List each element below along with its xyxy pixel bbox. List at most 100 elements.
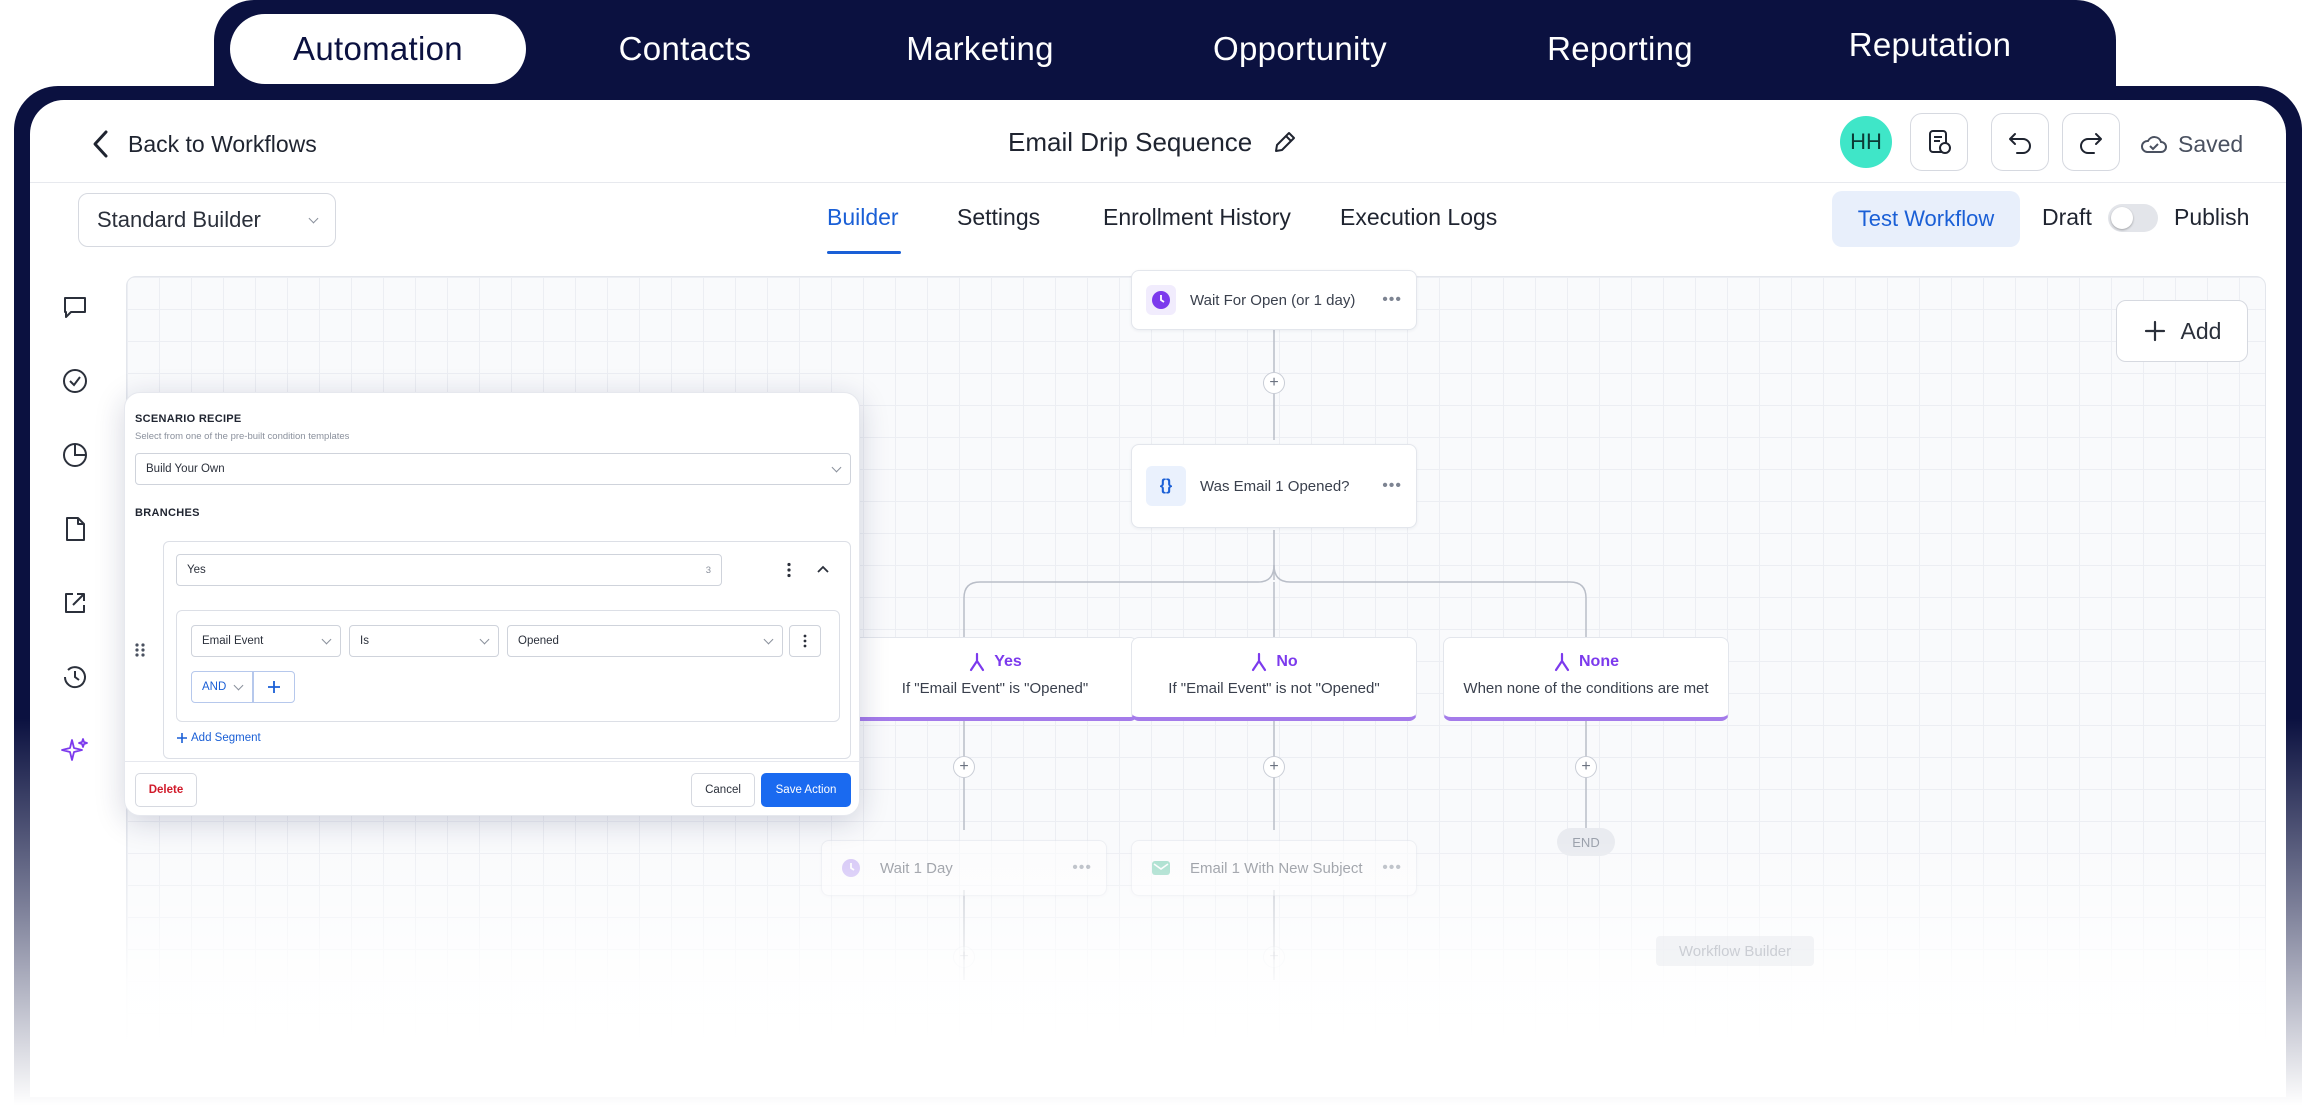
workflow-builder-label: Workflow Builder bbox=[1656, 936, 1814, 966]
condition-operator-value: Is bbox=[360, 635, 369, 647]
add-segment-link[interactable]: Add Segment bbox=[176, 732, 261, 744]
chevron-down-icon bbox=[831, 462, 842, 472]
sparkles-icon bbox=[61, 738, 88, 761]
redo-button[interactable] bbox=[2062, 113, 2120, 171]
condition-operator-select[interactable]: Is bbox=[349, 625, 499, 657]
scenario-recipe-label: SCENARIO RECIPE bbox=[135, 413, 242, 425]
chevron-left-icon bbox=[93, 130, 108, 158]
condition-panel: SCENARIO RECIPE Select from one of the p… bbox=[124, 392, 860, 816]
nav-tab-reputation[interactable]: Reputation bbox=[1848, 26, 2012, 63]
branch-title: None bbox=[1579, 653, 1619, 670]
nav-tab-marketing[interactable]: Marketing bbox=[906, 30, 1054, 67]
rail-comments-button[interactable] bbox=[58, 290, 92, 324]
builder-mode-value: Standard Builder bbox=[97, 207, 261, 232]
nav-tab-contacts[interactable]: Contacts bbox=[618, 30, 752, 67]
clipboard-check-icon bbox=[1929, 130, 1951, 154]
condition-field-value: Email Event bbox=[202, 635, 264, 647]
draft-label: Draft bbox=[2042, 204, 2092, 230]
publish-toggle-knob bbox=[2111, 207, 2133, 229]
header-divider bbox=[30, 182, 2286, 183]
saved-label: Saved bbox=[2178, 130, 2244, 157]
rail-documents-button[interactable] bbox=[58, 512, 92, 546]
chevron-down-icon bbox=[763, 634, 774, 644]
rail-ai-button[interactable] bbox=[58, 734, 92, 768]
add-condition-button[interactable] bbox=[253, 671, 295, 703]
workflow-title-area: Email Drip Sequence bbox=[1008, 122, 1298, 162]
add-node-button[interactable]: Add bbox=[2116, 300, 2248, 362]
branch-split-icon bbox=[1252, 652, 1267, 672]
branches-label: BRANCHES bbox=[135, 507, 200, 519]
clock-icon bbox=[1146, 285, 1176, 315]
branch-name-input[interactable]: Yes 3 bbox=[176, 554, 722, 586]
branch-name-value: Yes bbox=[187, 564, 206, 576]
condition-field-select[interactable]: Email Event bbox=[191, 625, 341, 657]
nav-tab-opportunity[interactable]: Opportunity bbox=[1213, 30, 1387, 67]
add-step-button[interactable]: + bbox=[1263, 372, 1285, 394]
plus-icon bbox=[268, 681, 280, 693]
tab-enrollment-history[interactable]: Enrollment History bbox=[1103, 204, 1291, 230]
branch-editor: Yes 3 Email Event Is Opened AND bbox=[163, 541, 851, 759]
chevron-up-icon[interactable] bbox=[816, 564, 830, 574]
redo-icon bbox=[2080, 133, 2102, 154]
more-options-icon[interactable]: ••• bbox=[1382, 477, 1402, 494]
tab-builder[interactable]: Builder bbox=[827, 204, 899, 230]
add-step-button[interactable]: + bbox=[953, 756, 975, 778]
chevron-down-icon bbox=[321, 634, 332, 644]
tab-settings[interactable]: Settings bbox=[957, 204, 1041, 230]
plus-icon bbox=[2144, 320, 2165, 342]
rail-tasks-button[interactable] bbox=[58, 364, 92, 398]
more-options-icon[interactable]: ••• bbox=[1382, 859, 1402, 876]
drag-handle-icon[interactable] bbox=[133, 641, 147, 659]
add-step-button[interactable]: + bbox=[1263, 946, 1285, 968]
active-tab-indicator bbox=[827, 251, 901, 254]
branch-card-none[interactable]: None When none of the conditions are met bbox=[1443, 637, 1729, 721]
cancel-button[interactable]: Cancel bbox=[691, 773, 755, 807]
notes-button[interactable] bbox=[1910, 113, 1968, 171]
node-wait-1-day[interactable]: Wait 1 Day ••• bbox=[821, 840, 1107, 896]
node-wait-for-open[interactable]: Wait For Open (or 1 day) ••• bbox=[1131, 270, 1417, 330]
rail-stats-button[interactable] bbox=[58, 438, 92, 472]
node-label: Email 1 With New Subject bbox=[1190, 859, 1363, 877]
back-to-workflows-link[interactable]: Back to Workflows bbox=[92, 124, 317, 164]
nav-tab-automation[interactable]: Automation bbox=[230, 14, 526, 84]
add-step-button[interactable]: + bbox=[953, 946, 975, 968]
condition-braces-icon: {} bbox=[1146, 466, 1186, 506]
builder-mode-select[interactable]: Standard Builder bbox=[78, 193, 336, 247]
condition-options-button[interactable] bbox=[789, 625, 821, 657]
add-step-button[interactable]: + bbox=[1263, 756, 1285, 778]
test-workflow-button[interactable]: Test Workflow bbox=[1832, 191, 2020, 247]
branch-title: Yes bbox=[994, 653, 1022, 670]
branch-card-no[interactable]: No If "Email Event" is not "Opened" bbox=[1131, 637, 1417, 721]
save-action-button[interactable]: Save Action bbox=[761, 773, 851, 807]
more-options-icon[interactable]: ••• bbox=[1072, 859, 1092, 876]
publish-label: Publish bbox=[2174, 204, 2250, 230]
delete-button[interactable]: Delete bbox=[135, 773, 197, 807]
branch-subtitle: When none of the conditions are met bbox=[1463, 680, 1709, 697]
scenario-recipe-select[interactable]: Build Your Own bbox=[135, 453, 851, 485]
and-label: AND bbox=[202, 681, 227, 693]
condition-group: Email Event Is Opened AND bbox=[176, 610, 840, 722]
undo-button[interactable] bbox=[1991, 113, 2049, 171]
add-label: Add bbox=[2180, 317, 2222, 344]
add-segment-label: Add Segment bbox=[191, 732, 261, 744]
pencil-edit-icon[interactable] bbox=[1272, 129, 1298, 155]
more-options-icon[interactable]: ••• bbox=[1382, 291, 1402, 308]
rail-external-link-button[interactable] bbox=[58, 586, 92, 620]
nav-tab-reporting[interactable]: Reporting bbox=[1547, 30, 1693, 67]
kebab-menu-icon[interactable] bbox=[786, 562, 792, 578]
branch-card-yes[interactable]: Yes If "Email Event" is "Opened" bbox=[852, 637, 1138, 721]
user-avatar[interactable]: HH bbox=[1840, 116, 1892, 168]
chevron-down-icon bbox=[479, 634, 490, 644]
node-was-email-opened[interactable]: {} Was Email 1 Opened? ••• bbox=[1131, 444, 1417, 528]
tab-execution-logs[interactable]: Execution Logs bbox=[1340, 204, 1498, 230]
condition-value: Opened bbox=[518, 635, 559, 647]
pie-chart-icon bbox=[63, 443, 87, 467]
logic-and-select[interactable]: AND bbox=[191, 671, 253, 703]
condition-value-select[interactable]: Opened bbox=[507, 625, 783, 657]
rail-history-button[interactable] bbox=[58, 660, 92, 694]
check-circle-icon bbox=[63, 369, 87, 393]
node-email-new-subject[interactable]: Email 1 With New Subject ••• bbox=[1131, 840, 1417, 896]
saved-status: Saved bbox=[2140, 124, 2243, 164]
plus-icon bbox=[177, 733, 187, 743]
add-step-button[interactable]: + bbox=[1575, 756, 1597, 778]
